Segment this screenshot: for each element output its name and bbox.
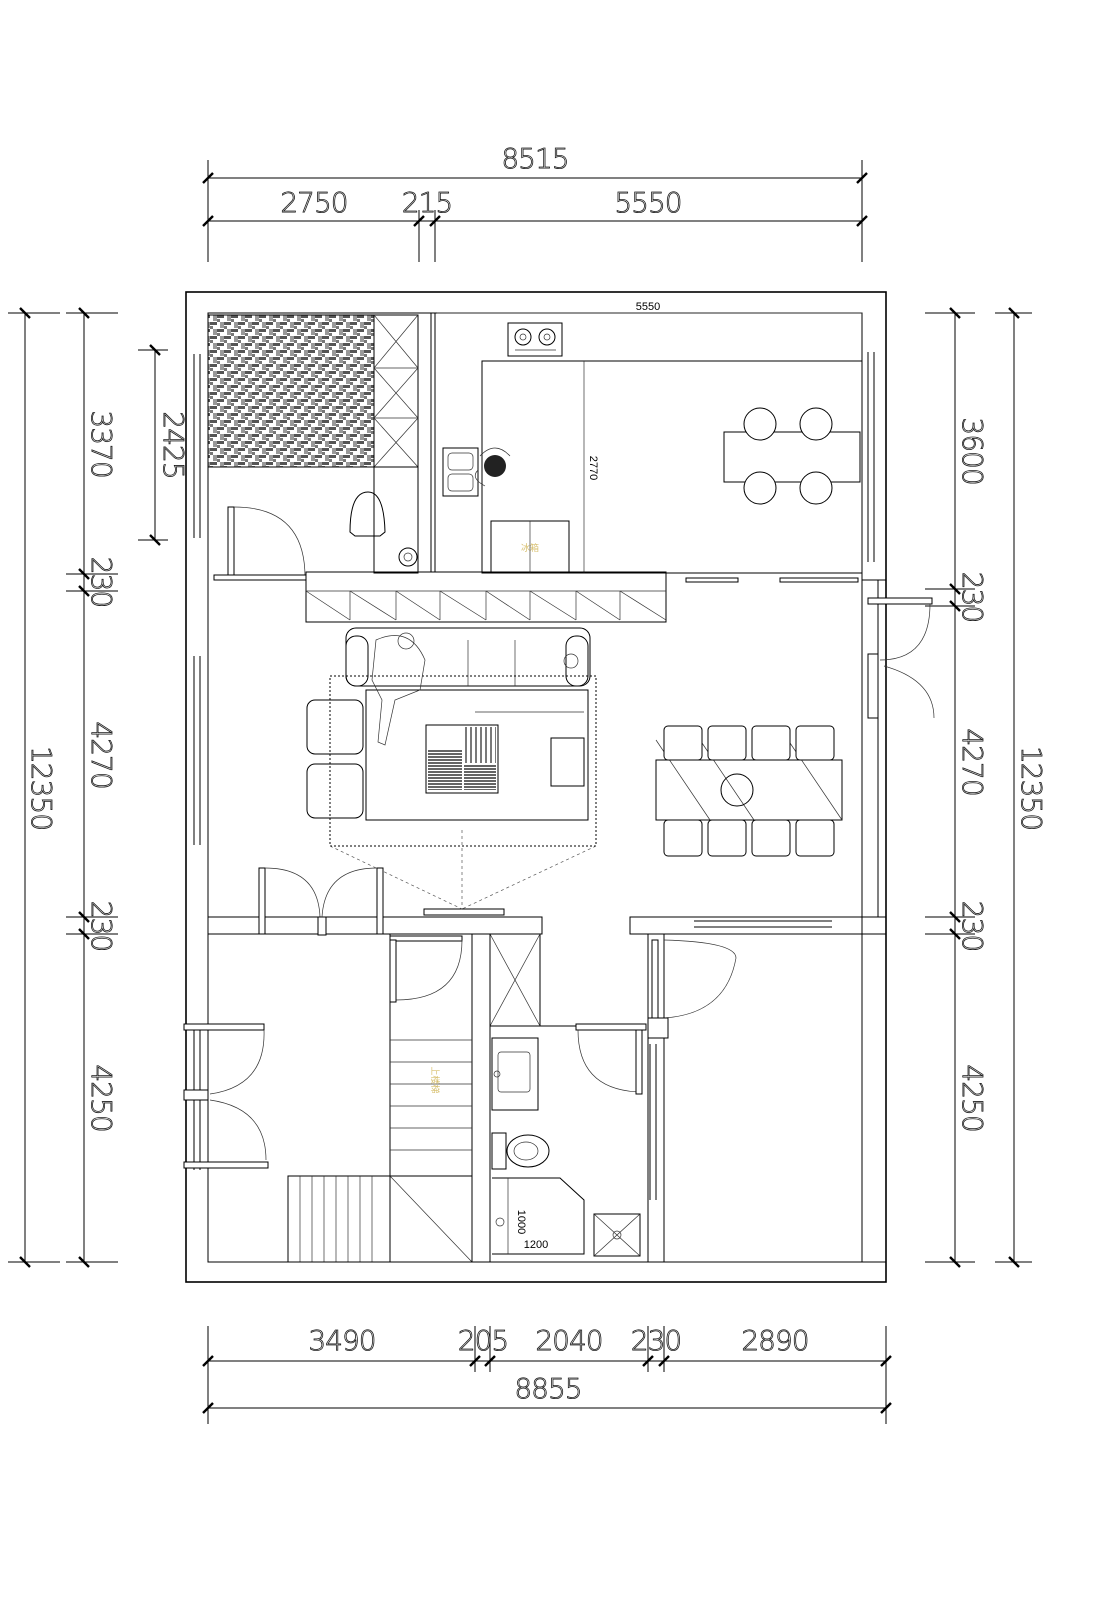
- kitchen-zone: 5550 2770: [437, 301, 875, 583]
- top-seg-2-dim: 215: [402, 186, 452, 219]
- right-seg-4-dim: 230: [956, 901, 989, 951]
- bedroom-zone: [193, 314, 419, 581]
- left-seg-5-dim: 4250: [85, 1064, 118, 1131]
- coffee-table: [425, 724, 499, 794]
- left-seg-3-dim: 4270: [85, 721, 118, 788]
- bottom-seg-2-dim: 205: [458, 1324, 508, 1357]
- mop-sink-icon: [593, 1213, 641, 1257]
- right-seg-5-dim: 4250: [956, 1064, 989, 1131]
- bottom-seg-5-dim: 2890: [741, 1324, 808, 1357]
- kitchen-depth-dim: 2770: [587, 456, 599, 480]
- shower-head-icon: [495, 1217, 505, 1227]
- lower-zone: 上楼梯 1000: [183, 933, 737, 1263]
- left-seg-4-dim: 230: [85, 901, 118, 951]
- right-seg-2-dim: 230: [956, 572, 989, 622]
- wardrobe: [373, 314, 419, 468]
- dining-table: [655, 725, 843, 857]
- right-total-dim: 12350: [1015, 746, 1048, 830]
- right-seg-1-dim: 3600: [956, 417, 989, 484]
- living-room: [193, 597, 935, 916]
- svg-text:冰箱: 冰箱: [521, 542, 539, 553]
- top-total-dim: 8515: [501, 142, 568, 175]
- sink-icon: [442, 447, 479, 497]
- shower-width-dim: 1200: [524, 1239, 548, 1251]
- armchair-bottom: [306, 763, 364, 819]
- left-seg-2-dim: 230: [85, 557, 118, 607]
- plant-icon: [398, 547, 418, 567]
- shower-depth-dim: 1000: [515, 1210, 527, 1234]
- person-lounging-icon: [371, 632, 426, 746]
- armchair-top: [306, 699, 364, 755]
- rug: [329, 675, 597, 847]
- left-dimension-chain: 12350 3370 230 4270 230 4250 2425: [8, 307, 190, 1268]
- left-total-dim: 12350: [25, 746, 58, 830]
- bottom-dimension-chain: 3490 205 2040 230 2890 8855: [202, 1324, 892, 1424]
- lamp-icon: [563, 653, 579, 669]
- top-dimension-chain: 8515 2750 215 5550: [202, 142, 868, 262]
- mid-wall: [207, 867, 887, 936]
- kitchen-width-dim: 5550: [636, 301, 660, 313]
- bottom-seg-1-dim: 3490: [308, 1324, 375, 1357]
- dining-bar-table: [723, 431, 861, 483]
- right-dimension-chain: 3600 230 4270 230 4250 12350: [925, 307, 1048, 1268]
- vase-icon: [720, 773, 754, 807]
- top-seg-1-dim: 2750: [280, 186, 347, 219]
- fridge-icon: 冰箱: [490, 520, 570, 574]
- bottom-seg-3-dim: 2040: [535, 1324, 602, 1357]
- bed: [207, 314, 375, 468]
- left-inner-dim: 2425: [157, 411, 190, 478]
- right-seg-3-dim: 4270: [956, 728, 989, 795]
- bottom-seg-4-dim: 230: [631, 1324, 681, 1357]
- storage-cabinet: [305, 571, 667, 623]
- svg-text:上楼梯: 上楼梯: [430, 1066, 441, 1093]
- chair-icon: [349, 491, 386, 537]
- bottom-total-dim: 8855: [514, 1372, 581, 1405]
- top-seg-3-dim: 5550: [614, 186, 681, 219]
- stove-icon: [507, 322, 563, 357]
- left-seg-1-dim: 3370: [85, 410, 118, 477]
- basin-icon: [491, 1037, 539, 1111]
- person-icon: [474, 447, 511, 487]
- toilet-icon: [491, 1132, 550, 1170]
- sofa-icon: [345, 627, 591, 687]
